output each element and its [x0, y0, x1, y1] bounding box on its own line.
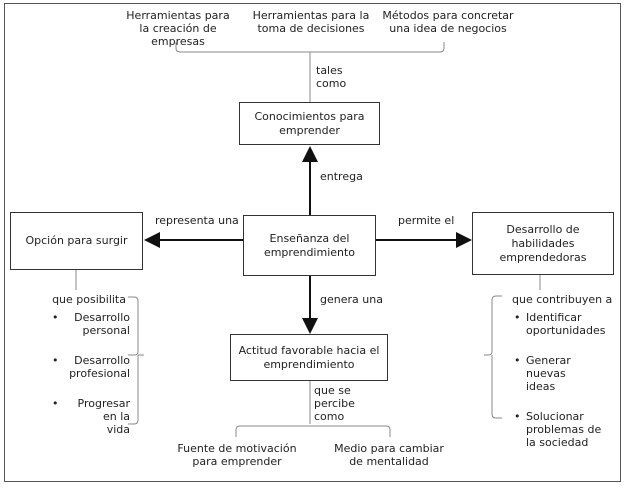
top-item-1: Herramientas para la creación de empresa… [126, 9, 230, 48]
bottom-item-1: Fuente de motivación para emprender [177, 442, 297, 468]
label-que-contribuyen: que contribuyen a [512, 293, 613, 306]
left-item-2: Desarrollo profesional [50, 354, 130, 380]
box-conocimientos: Conocimientos para emprender [239, 102, 380, 145]
left-item-3: Progresar en la vida [50, 397, 130, 436]
box-actitud: Actitud favorable hacia el emprendimient… [230, 334, 388, 381]
right-item-3: Solucionar problemas de la sociedad [512, 410, 612, 449]
right-item-2: Generar nuevas ideas [512, 354, 612, 393]
box-conocimientos-text: Conocimientos para emprender [254, 109, 365, 137]
right-list: Identificar oportunidades Generar nuevas… [512, 311, 612, 466]
label-genera: genera una [320, 293, 383, 306]
label-permite: permite el [398, 214, 455, 227]
label-entrega: entrega [320, 170, 363, 183]
diagram-frame [4, 3, 621, 482]
label-que-posibilita: que posibilita [52, 293, 126, 306]
left-list: Desarrollo personal Desarrollo profesion… [50, 311, 130, 453]
box-habilidades: Desarrollo de habilidades emprendedoras [472, 212, 614, 275]
box-opcion-text: Opción para surgir [25, 234, 128, 247]
top-item-2: Herramientas para la toma de decisiones [252, 9, 370, 35]
bottom-item-2: Medio para cambiar de mentalidad [334, 442, 444, 468]
label-que-se-percibe: que se percibe como [314, 384, 355, 423]
box-center: Enseñanza del emprendimiento [243, 215, 376, 276]
left-item-1: Desarrollo personal [50, 311, 130, 337]
box-actitud-text: Actitud favorable hacia el emprendimient… [238, 343, 380, 371]
label-tales-como: tales como [316, 64, 347, 90]
box-habilidades-text: Desarrollo de habilidades emprendedoras [499, 222, 587, 264]
right-item-1: Identificar oportunidades [512, 311, 612, 337]
box-opcion: Opción para surgir [10, 212, 143, 270]
top-item-3: Métodos para concretar una idea de negoc… [382, 9, 514, 35]
label-representa: representa una [155, 214, 239, 227]
box-center-text: Enseñanza del emprendimiento [263, 231, 356, 259]
